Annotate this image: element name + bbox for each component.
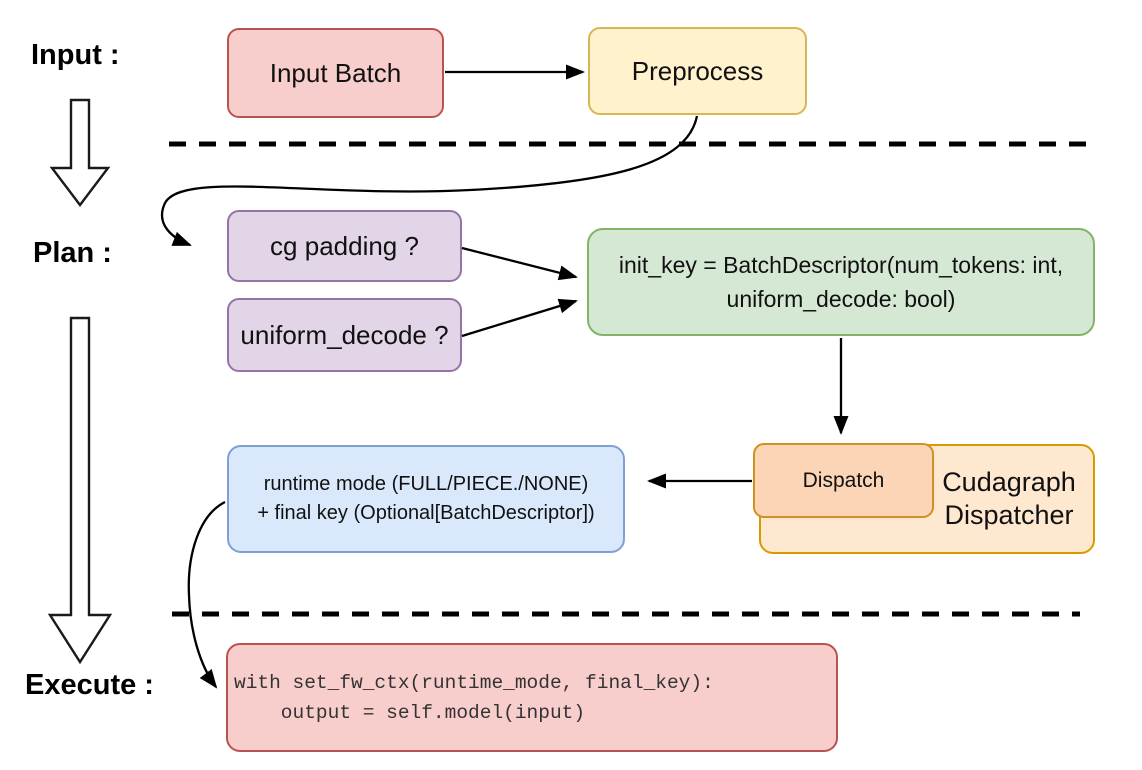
connector-runtimemode-to-executecode <box>187 500 226 689</box>
node-cg-padding: cg padding ? <box>227 210 462 282</box>
node-cg-padding-label: cg padding ? <box>270 230 419 261</box>
section-label-execute: Execute : <box>25 669 154 701</box>
connector-uniformdecode-to-initkey <box>461 298 578 338</box>
node-execute-code: with set_fw_ctx(runtime_mode, final_key)… <box>226 643 838 752</box>
node-execute-code-text: with set_fw_ctx(runtime_mode, final_key)… <box>234 671 714 724</box>
node-cudagraph-dispatcher-label: Cudagraph Dispatcher <box>942 467 1076 530</box>
node-dispatch: Dispatch <box>753 443 934 518</box>
section-label-plan: Plan : <box>33 237 112 269</box>
node-dispatch-label: Dispatch <box>802 468 885 492</box>
node-init-key-label: init_key = BatchDescriptor(num_tokens: i… <box>618 252 1064 312</box>
section-label-input: Input : <box>31 39 120 71</box>
node-preprocess: Preprocess <box>588 27 807 115</box>
node-runtime-mode-final-key-label: runtime mode (FULL/PIECE./NONE) + final … <box>257 473 595 524</box>
down-arrow-icon-plan <box>47 316 113 665</box>
node-uniform-decode-label: uniform_decode ? <box>240 319 449 350</box>
node-input-batch-label: Input Batch <box>269 57 402 88</box>
node-uniform-decode: uniform_decode ? <box>227 298 462 372</box>
node-init-key: init_key = BatchDescriptor(num_tokens: i… <box>587 228 1095 336</box>
connector-cgpadding-to-initkey <box>461 246 578 281</box>
node-input-batch: Input Batch <box>227 28 444 118</box>
down-arrow-icon-input <box>49 98 111 207</box>
node-preprocess-label: Preprocess <box>631 55 764 86</box>
node-runtime-mode-final-key: runtime mode (FULL/PIECE./NONE) + final … <box>227 445 625 553</box>
